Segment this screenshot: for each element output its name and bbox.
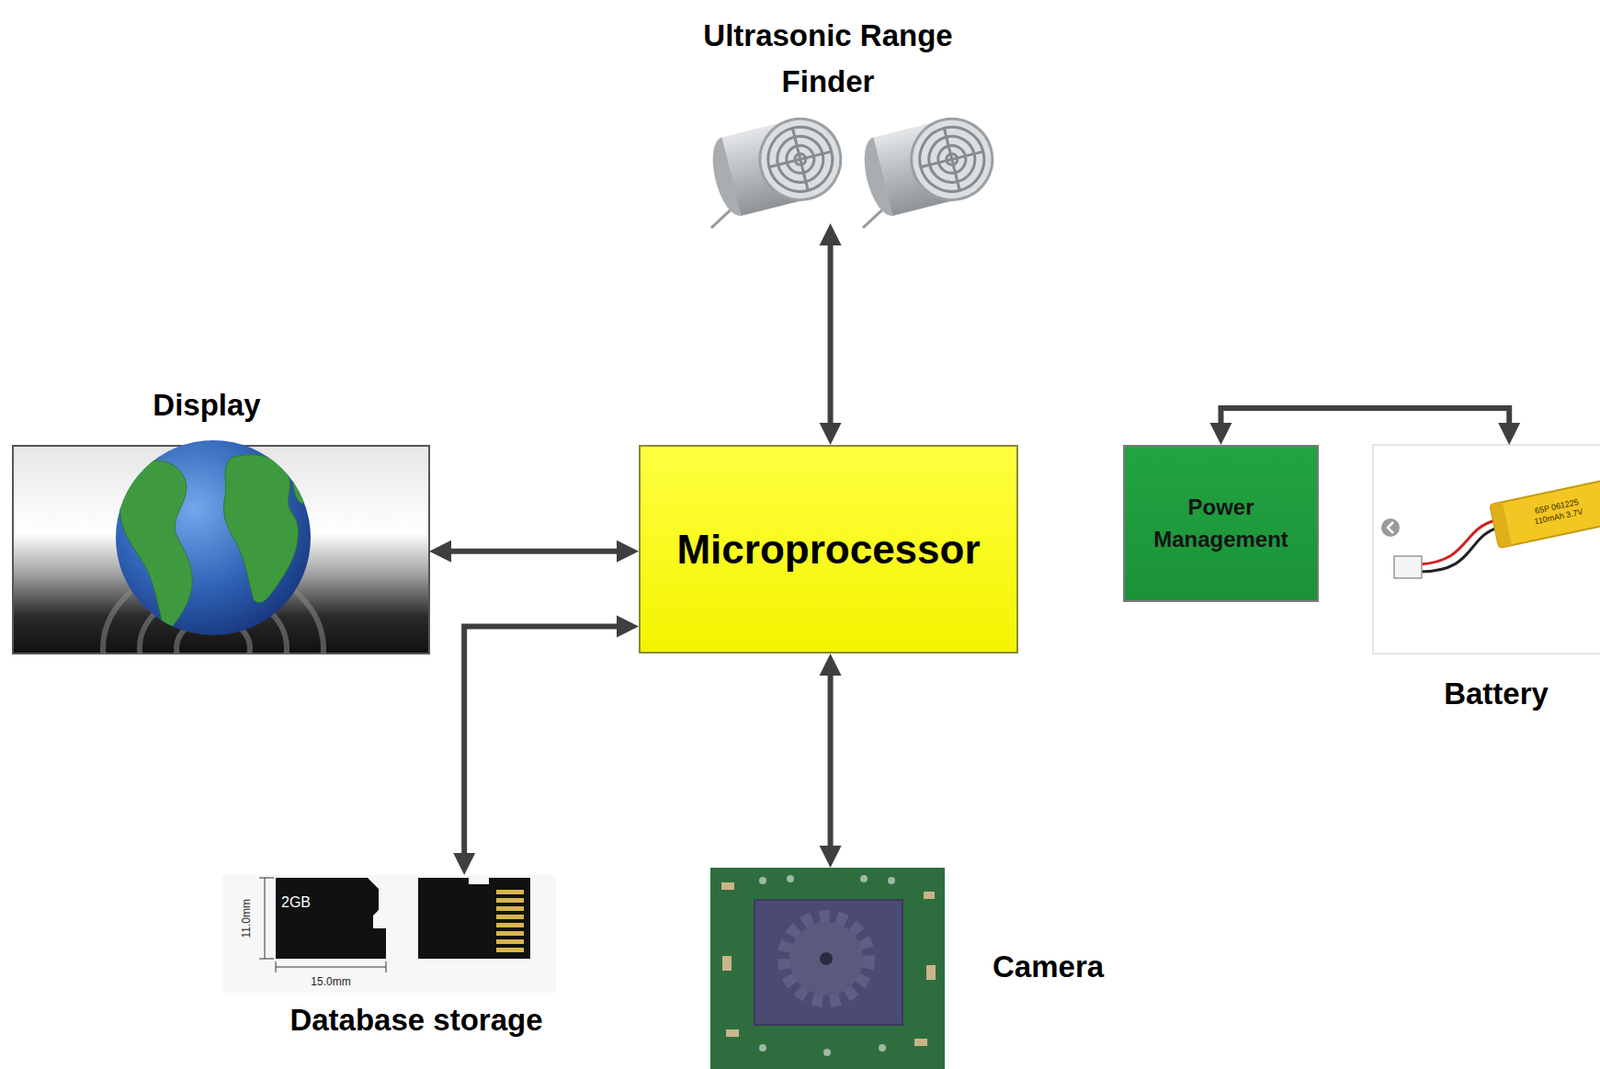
label-holder: 2GB (272, 893, 319, 911)
node-heading: Battery (1358, 670, 1600, 717)
power-box: Power Management (1123, 444, 1319, 602)
arrowhead (1497, 422, 1521, 445)
connector-line (446, 548, 622, 555)
battery-node: Battery (1373, 444, 1600, 654)
heading-holder: Ultrasonic Range Finder (671, 12, 985, 104)
node-label: Power Management (1134, 491, 1308, 557)
arrowhead (616, 614, 639, 637)
microsd-cards (222, 874, 557, 993)
processor-box: Microprocessor (638, 444, 1019, 654)
connector-arrow (429, 540, 639, 563)
connector-line (1221, 408, 1510, 428)
arrowhead (453, 852, 476, 875)
connector-line (828, 240, 834, 428)
connector-line (464, 625, 622, 857)
camera-module (710, 867, 945, 1069)
card-capacity: 2GB (272, 893, 319, 911)
node-heading: Camera (992, 943, 1223, 990)
node-heading: Database storage (186, 997, 647, 1044)
dimension-label: 11.0mm (239, 890, 253, 946)
node-label: Microprocessor (676, 526, 980, 573)
label-holder: 11.0mm (239, 890, 253, 946)
arrowhead (616, 540, 639, 563)
label-holder: 15.0mm (298, 975, 364, 988)
connector-arrow (453, 614, 639, 875)
battery-picture (1373, 444, 1600, 654)
arrowhead (429, 540, 452, 563)
camera-node: Camera (710, 867, 945, 1069)
heading-holder: Display (22, 382, 391, 429)
display-picture (12, 440, 430, 733)
node-heading: Ultrasonic Range Finder (671, 12, 985, 104)
connector-line (828, 670, 834, 851)
heading-holder: Camera (992, 943, 1223, 990)
arrowhead (819, 422, 842, 445)
display-node: Display (12, 445, 430, 654)
arrowhead (1210, 422, 1233, 445)
arrowhead (819, 845, 842, 868)
connector-arrow (819, 653, 842, 868)
sensor-node: Ultrasonic Range Finder (689, 117, 996, 220)
arrowhead (819, 653, 842, 676)
ultrasonic-sensors (690, 110, 1002, 228)
arrowhead (819, 223, 842, 246)
dimension-label: 15.0mm (298, 975, 364, 988)
connector-arrow (819, 223, 842, 445)
node-heading: Display (22, 382, 391, 429)
heading-holder: Database storage (186, 997, 647, 1044)
storage-node: Database storage (222, 874, 557, 993)
connector-arrow (1210, 408, 1521, 445)
heading-holder: Battery (1358, 670, 1600, 717)
